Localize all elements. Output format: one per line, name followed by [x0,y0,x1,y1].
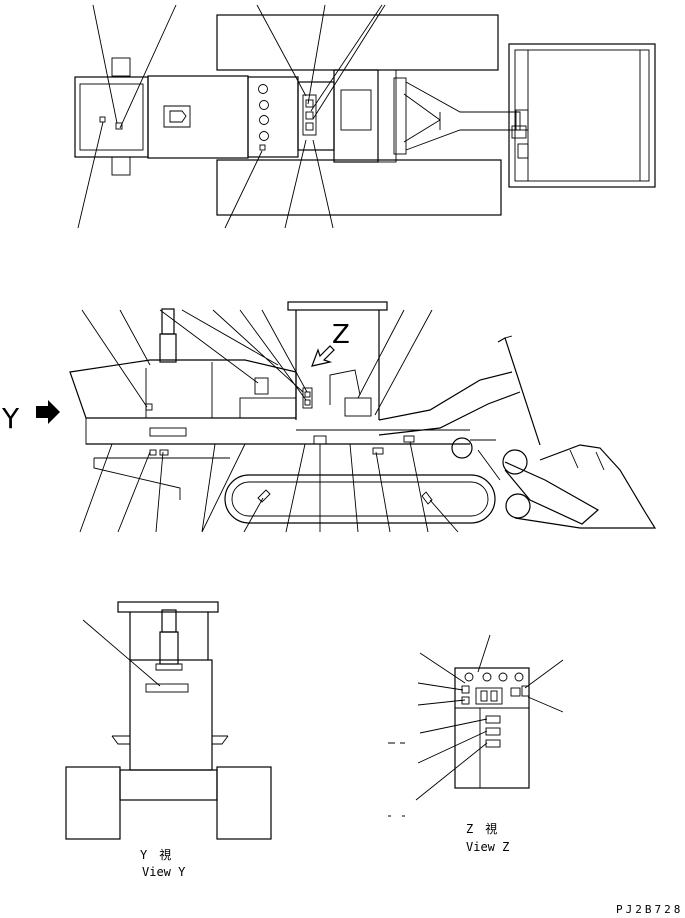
view-z-leader-lines [388,634,564,817]
side-view-hood [69,359,297,419]
view-y-right-track [216,766,272,840]
view-y-letter: Y [1,402,20,435]
view-y-caption-en: View Y [142,865,186,879]
top-view [74,4,656,229]
view-z-arrow [311,345,335,367]
top-view-blade [508,43,656,188]
top-view-leader-lines [77,4,386,229]
view-z-caption-en: View Z [466,840,509,854]
side-view-leader-lines [79,309,459,533]
view-y-diagram [65,601,272,840]
view-y-arrow [36,400,60,424]
top-view-lower-track [216,159,502,216]
view-z-letter: Z [332,320,350,350]
view-y-body [129,659,213,771]
view-z-caption-jp: Z 視 [466,821,497,836]
top-view-rear-hopper [74,76,149,158]
drawing-number: PJ2B728 [616,903,683,916]
view-z-diagram [388,634,564,817]
side-view-canopy [287,301,388,311]
side-view-crawler-track [224,474,496,524]
view-y-marker [36,400,60,424]
view-y-caption-jp: Y 視 [140,847,171,862]
view-y-left-track [65,766,121,840]
top-view-upper-track [216,14,499,71]
top-view-engine-panel [247,76,299,158]
side-view [69,301,657,533]
top-view-main-body [147,75,249,159]
view-z-panel [454,667,530,789]
